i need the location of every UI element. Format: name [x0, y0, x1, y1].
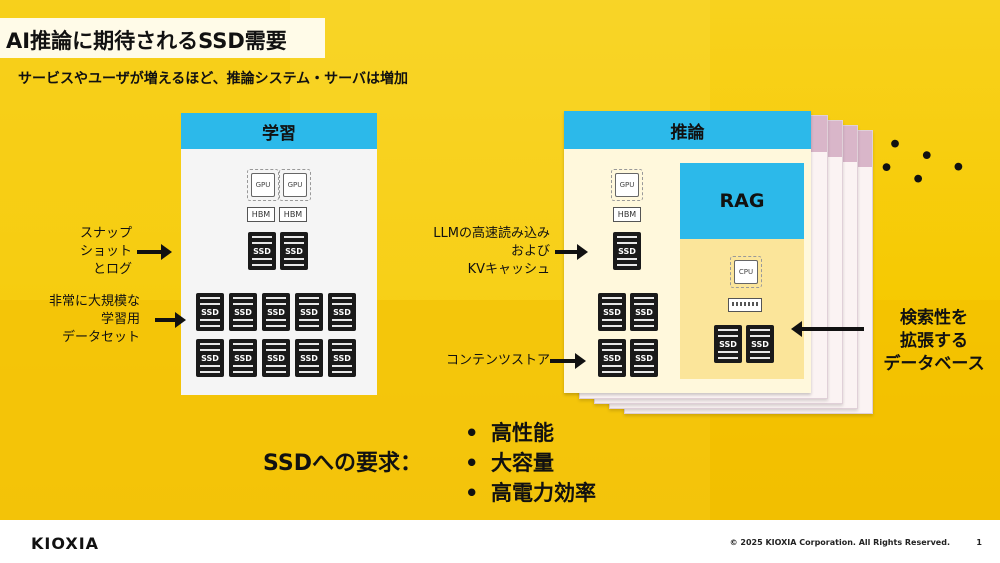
title-box	[0, 18, 325, 58]
page-number: 1	[976, 538, 982, 547]
arrow-left-icon	[791, 321, 864, 337]
arrow-right-icon	[550, 353, 586, 369]
ssd-icon: SSD	[328, 339, 356, 377]
arrow-right-icon	[555, 244, 588, 260]
gpu-chip-icon: GPU	[279, 169, 311, 201]
footer	[0, 520, 1000, 563]
requirements-label: SSDへの要求：	[263, 451, 422, 476]
slide-subtitle: サービスやユーザが増えるほど、推論システム・サーバは増加	[18, 71, 409, 87]
ssd-icon: SSD	[196, 339, 224, 377]
kioxia-logo: KIOXIA	[31, 534, 100, 553]
arrow-right-icon	[137, 244, 172, 260]
ssd-icon: SSD	[248, 232, 276, 270]
cpu-chip-icon: CPU	[730, 256, 762, 288]
requirement-item: •高電力効率	[465, 481, 596, 505]
dataset-label: 非常に大規模な 学習用 データセット	[48, 294, 140, 345]
requirement-item: •高性能	[465, 421, 554, 445]
gpu-chip-icon: GPU	[611, 169, 643, 201]
ssd-icon: SSD	[328, 293, 356, 331]
ssd-icon: SSD	[598, 339, 626, 377]
ssd-icon: SSD	[262, 339, 290, 377]
ssd-icon: SSD	[295, 293, 323, 331]
ssd-icon: SSD	[295, 339, 323, 377]
memory-module-icon	[728, 298, 762, 312]
ssd-icon: SSD	[598, 293, 626, 331]
ssd-icon: SSD	[229, 293, 257, 331]
ssd-icon: SSD	[714, 325, 742, 363]
hbm-icon: HBM	[613, 207, 641, 222]
snapshot-label: スナップ ショット とログ	[79, 226, 132, 277]
requirement-item: •大容量	[465, 451, 554, 475]
rag-database-label: 検索性を 拡張する データベース	[883, 308, 985, 374]
ssd-icon: SSD	[746, 325, 774, 363]
requirements-list: •高性能 •大容量 •高電力効率	[465, 418, 596, 508]
llm-label: LLMの高速読み込み および KVキャッシュ	[433, 226, 550, 277]
ssd-icon: SSD	[630, 293, 658, 331]
training-card-header: 学習	[181, 113, 377, 149]
hbm-icon: HBM	[247, 207, 275, 222]
ssd-icon: SSD	[229, 339, 257, 377]
gpu-chip-icon: GPU	[247, 169, 279, 201]
copyright-text: © 2025 KIOXIA Corporation. All Rights Re…	[729, 538, 950, 547]
ssd-icon: SSD	[262, 293, 290, 331]
ssd-icon: SSD	[630, 339, 658, 377]
slide-title: AI推論に期待されるSSD需要	[6, 29, 287, 53]
arrow-right-icon	[155, 312, 186, 328]
inference-card-header: 推論	[564, 111, 811, 149]
contents-store-label: コンテンツストア	[445, 353, 550, 368]
rag-header: RAG	[680, 163, 804, 239]
hbm-icon: HBM	[279, 207, 307, 222]
ssd-icon: SSD	[613, 232, 641, 270]
ssd-icon: SSD	[280, 232, 308, 270]
ssd-icon: SSD	[196, 293, 224, 331]
